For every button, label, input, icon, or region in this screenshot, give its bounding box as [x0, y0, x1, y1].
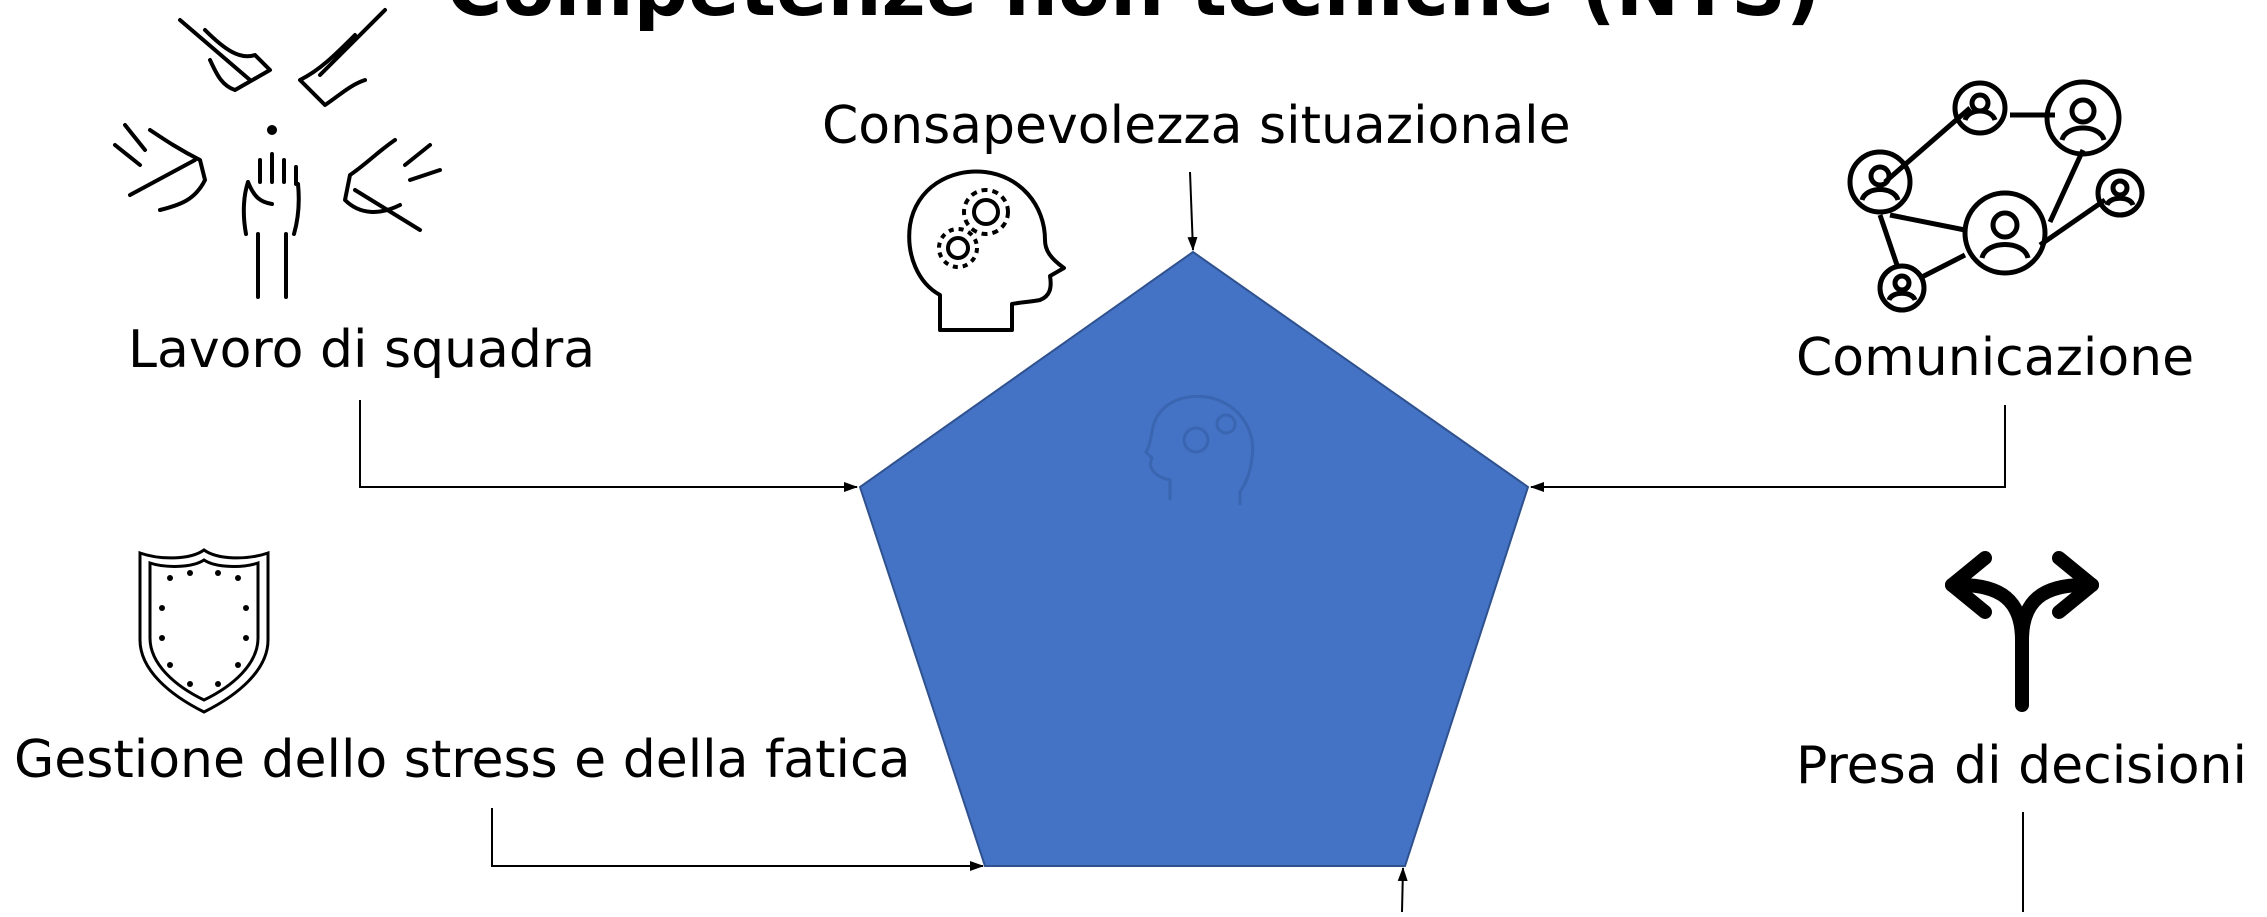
pentagon-watermark-head-icon [1144, 394, 1255, 505]
arrow-bottom [1397, 867, 1408, 913]
central-pentagon [858, 250, 1530, 867]
page-title: Competenze non tecniche (NTS) [0, 0, 2267, 34]
arrow-teamwork [359, 400, 858, 492]
label-teamwork: Lavoro di squadra [128, 320, 596, 380]
label-communication: Comunicazione [1796, 328, 2195, 388]
connectors [359, 171, 2024, 913]
head-gears-icon [907, 169, 1066, 332]
people-network-icon [1847, 79, 2145, 313]
arrow-situational-awareness [1187, 171, 1198, 251]
label-situational-awareness: Consapevolezza situazionale [822, 96, 1571, 156]
arrow-stress-fatigue [491, 808, 984, 871]
label-stress-fatigue: Gestione dello stress e della fatica [14, 730, 911, 790]
shield-icon [138, 548, 270, 714]
fork-arrow-icon [1945, 551, 2099, 712]
arrow-communication [1530, 405, 2006, 492]
label-decision-making: Presa di decisioni [1796, 736, 2247, 796]
hands-circle-icon [113, 8, 442, 299]
